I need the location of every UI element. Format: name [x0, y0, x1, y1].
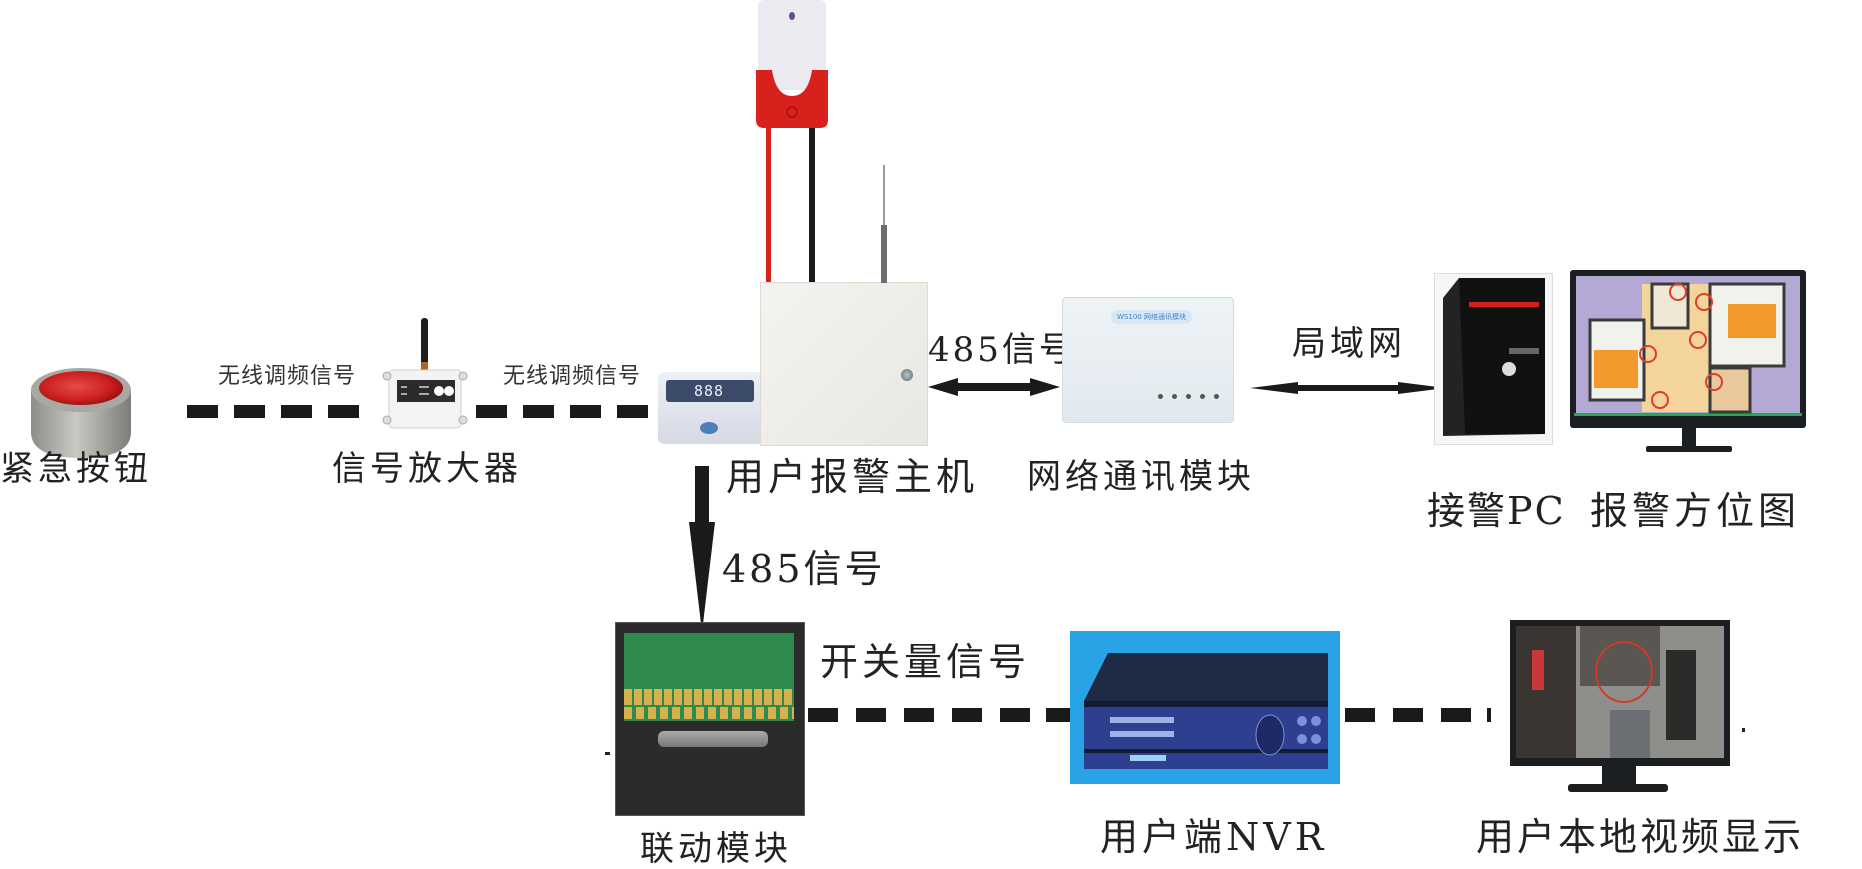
- floor-plan-monitor-icon: [1570, 270, 1806, 452]
- network-module-label: 网络通讯模块: [1027, 457, 1255, 497]
- signal-amplifier-device: [382, 318, 468, 429]
- host-antenna-icon: [881, 165, 887, 283]
- host-lock-icon: [901, 369, 913, 381]
- dash-segment: [476, 405, 507, 418]
- linkage-relay-row: [624, 689, 794, 705]
- linkage-module-label: 联动模块: [640, 829, 792, 869]
- dash-segment: [1000, 708, 1030, 722]
- nvr-label: 用户端NVR: [1100, 815, 1328, 859]
- emergency-button-device: [25, 362, 137, 462]
- linkage-tab-icon: [605, 752, 610, 755]
- lan-label: 局域网: [1292, 324, 1406, 364]
- wireless-link-1-label: 无线调频信号: [218, 364, 357, 389]
- led-icon: [1186, 394, 1191, 399]
- alarm-host-device: [760, 282, 928, 446]
- dash-segment: [523, 405, 554, 418]
- rs485-linkage-label: 485信号: [722, 547, 886, 591]
- dash-segment: [1393, 708, 1423, 722]
- dash-segment: [281, 405, 312, 418]
- switch-signal-label: 开关量信号: [820, 640, 1031, 684]
- lan-double-arrow: [1250, 382, 1446, 394]
- network-module-device: WS100 网络通讯模块: [1062, 297, 1234, 423]
- led-icon: [1158, 394, 1163, 399]
- amplifier-icon: [382, 318, 468, 429]
- dash-segment: [1046, 708, 1070, 722]
- dash-segment: [1487, 708, 1491, 722]
- video-monitor-tick-icon: [1742, 728, 1745, 732]
- keypad-display-panel: [666, 380, 754, 402]
- dash-segment: [904, 708, 934, 722]
- siren-icon: [756, 0, 828, 283]
- linkage-label-plate: [658, 731, 768, 747]
- pc-tower-icon: [1443, 278, 1545, 436]
- dash-segment: [617, 405, 648, 418]
- emergency-button-label: 紧急按钮: [0, 449, 152, 489]
- rs485-network-label: 485信号: [928, 330, 1076, 370]
- emergency-button-icon: [31, 368, 131, 458]
- local-video-label: 用户本地视频显示: [1476, 815, 1805, 859]
- dash-segment: [328, 405, 359, 418]
- dash-segment: [808, 708, 838, 722]
- alarm-pc-device: [1434, 273, 1553, 445]
- dash-segment: [1441, 708, 1471, 722]
- led-icon: [1214, 394, 1219, 399]
- dash-segment: [856, 708, 886, 722]
- network-module-leds: [1158, 394, 1228, 402]
- alarm-pc-label: 接警PC: [1427, 489, 1566, 533]
- led-icon: [1172, 394, 1177, 399]
- wireless-link-2-label: 无线调频信号: [503, 364, 642, 389]
- dash-segment: [234, 405, 265, 418]
- rs485-double-arrow: [928, 378, 1060, 396]
- keypad-logo-icon: [700, 422, 718, 434]
- rs485-down-arrow: [689, 466, 715, 624]
- local-video-monitor: [1510, 620, 1730, 798]
- dash-segment: [952, 708, 982, 722]
- dash-segment: [187, 405, 218, 418]
- network-module-panel-text: WS100 网络通讯模块: [1111, 310, 1192, 324]
- linkage-relay-row: [624, 707, 794, 719]
- dash-segment: [1345, 708, 1375, 722]
- dash-segment: [570, 405, 601, 418]
- video-monitor-icon: [1510, 620, 1730, 792]
- nvr-icon: [1084, 653, 1328, 769]
- linkage-module-device: [615, 622, 805, 816]
- alarm-keypad: 888: [658, 372, 762, 444]
- signal-amplifier-label: 信号放大器: [332, 449, 522, 489]
- led-icon: [1200, 394, 1205, 399]
- nvr-device: [1070, 631, 1340, 784]
- linkage-pcb: [624, 633, 794, 721]
- keypad-display: 888: [694, 382, 725, 400]
- alarm-map-monitor: [1570, 270, 1806, 462]
- alarm-map-label: 报警方位图: [1590, 489, 1801, 533]
- alarm-host-label: 用户报警主机: [726, 455, 979, 499]
- siren-device: [752, 0, 832, 285]
